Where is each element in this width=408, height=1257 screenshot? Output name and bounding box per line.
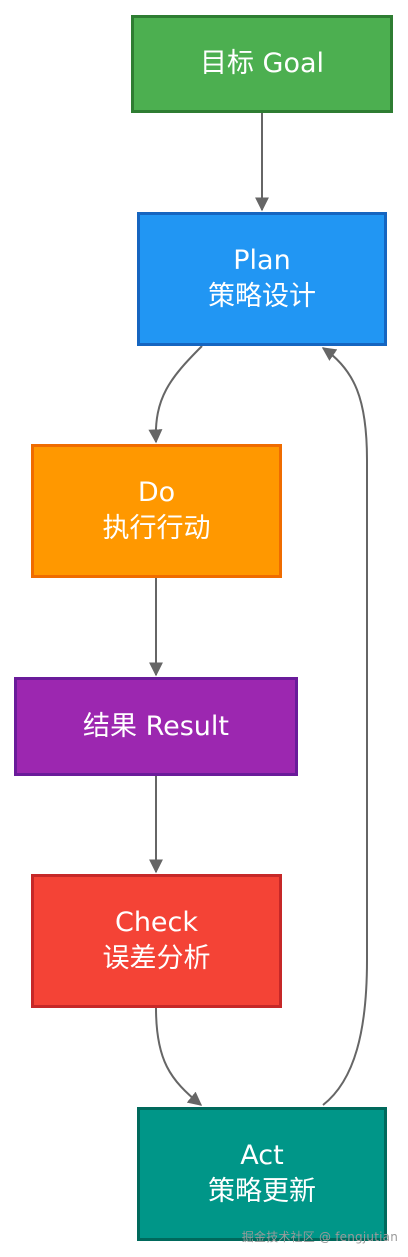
edge-act-to-plan [321,347,368,1106]
node-act-title: Act [240,1140,284,1171]
node-act-subtitle: 策略更新 [208,1176,316,1207]
node-goal-label: 目标 Goal [199,48,325,79]
node-do-title: Do [137,477,176,508]
node-plan: Plan 策略设计 [137,212,387,346]
node-check-subtitle: 误差分析 [102,943,211,974]
edge-plan-to-do [148,345,203,444]
node-check-title: Check [114,907,199,938]
watermark: 掘金技术社区 @ fengjutian [241,1230,398,1244]
node-check: Check 误差分析 [31,874,282,1008]
edge-check-to-act [155,1007,203,1106]
node-do: Do 执行行动 [31,444,282,578]
node-goal: 目标 Goal [131,15,393,113]
node-result-label: 结果 Result [82,710,229,742]
node-plan-title: Plan [233,245,291,276]
node-plan-subtitle: 策略设计 [208,281,316,312]
node-do-subtitle: 执行行动 [102,513,211,544]
node-result: 结果 Result [14,677,298,776]
node-act: Act 策略更新 [137,1107,387,1241]
